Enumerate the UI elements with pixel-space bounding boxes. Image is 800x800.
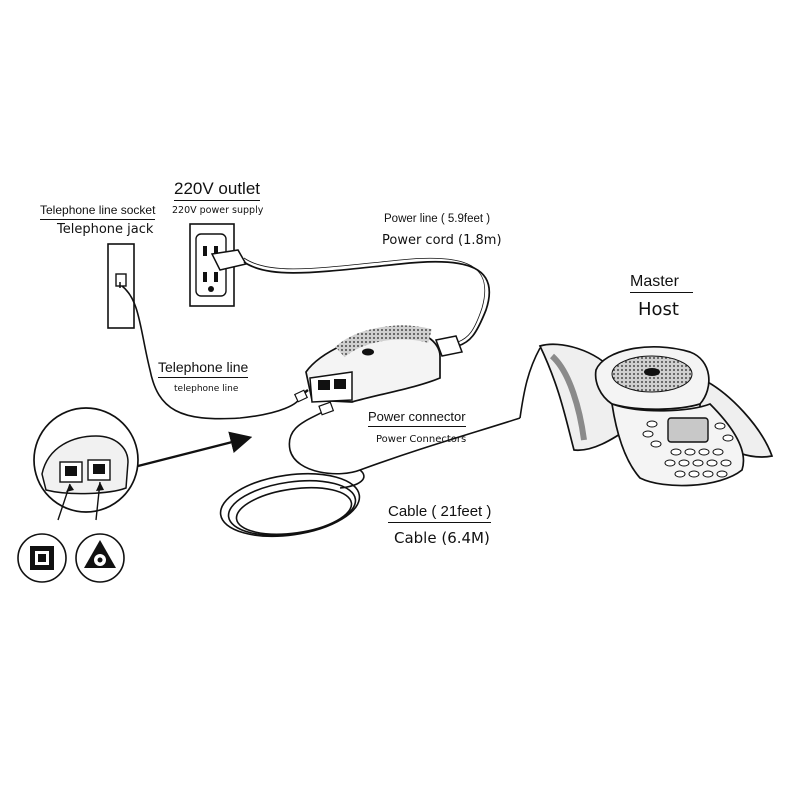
power-adapter-icon: [305, 325, 464, 403]
outlet-label-sub: 220V power supply: [172, 205, 264, 216]
cable-label-en: Cable ( 21feet ): [388, 503, 492, 523]
telephone-port-icon: [17, 533, 67, 583]
telephone-socket-label: Telephone line socket: [40, 203, 156, 220]
power-connector-label: Power connector: [368, 409, 466, 427]
telephone-wall-plate: [107, 243, 135, 329]
coiled-cable: [219, 347, 541, 538]
telephone-socket-label-en: Telephone line socket: [40, 203, 156, 220]
power-cord: [243, 260, 491, 347]
power-line-label: Power line ( 5.9feet ): [384, 213, 491, 225]
adapter-closeup-callout: [33, 407, 253, 521]
cable-label-alt: Cable (6.4M): [394, 529, 490, 547]
cable-label: Cable ( 21feet ): [388, 503, 492, 523]
master-label: Master: [630, 273, 693, 293]
master-label-alt: Host: [638, 299, 679, 320]
power-line-label-alt: Power cord (1.8m): [382, 233, 502, 248]
power-connector-label-alt: Power Connectors: [376, 434, 467, 445]
power-port-icon: [75, 533, 125, 583]
conference-phone-icon: [538, 343, 774, 487]
wall-outlet-icon: [189, 223, 248, 307]
telephone-line-label: Telephone line: [158, 359, 249, 378]
power-connector-label-en: Power connector: [368, 409, 466, 427]
telephone-line-cable: [121, 285, 301, 420]
outlet-label-title: 220V outlet: [174, 179, 261, 201]
telephone-line-label-alt: telephone line: [174, 384, 239, 394]
telephone-socket-label-alt: Telephone jack: [57, 222, 154, 237]
master-label-en: Master: [630, 273, 693, 293]
telephone-line-label-en: Telephone line: [158, 359, 249, 378]
outlet-label: 220V outlet: [174, 179, 261, 201]
